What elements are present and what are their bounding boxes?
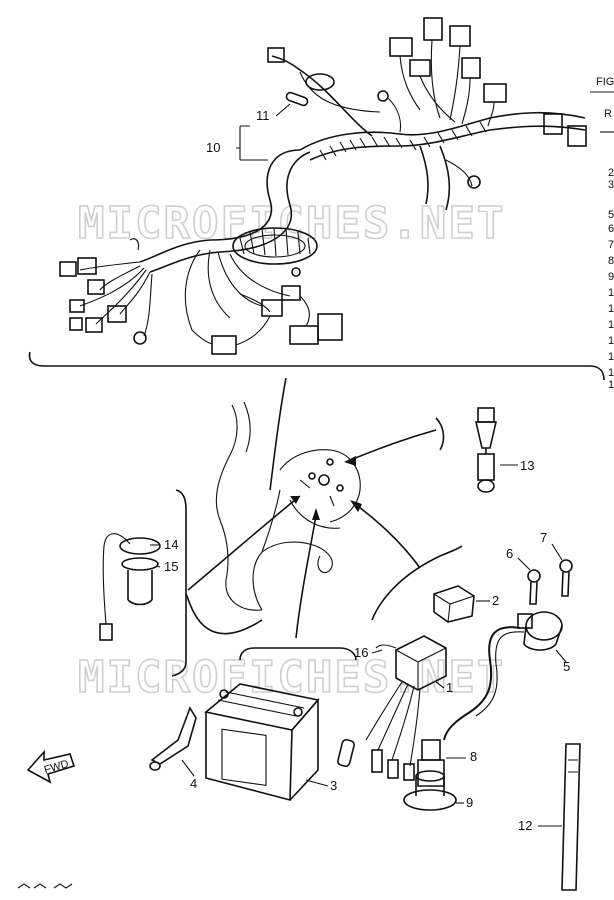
callout-16: 16 <box>354 645 368 660</box>
figure-header-fragment: FIG <box>596 76 614 88</box>
left-bracket <box>171 489 187 677</box>
bottom-marks <box>17 883 73 889</box>
watermark-top: MICROFICHES.NET <box>78 198 505 249</box>
callout-16-leader <box>371 649 383 654</box>
battery-bracket <box>239 647 357 661</box>
callout-8: 8 <box>470 749 477 764</box>
cdi-unit-1 <box>337 635 447 781</box>
callout-14: 14 <box>164 537 178 552</box>
boot-9 <box>403 770 457 811</box>
callout-5-leader <box>555 649 567 663</box>
battery-3 <box>204 683 320 802</box>
relay-2 <box>433 585 475 623</box>
callout-2: 2 <box>492 593 499 608</box>
harness-bracket <box>28 351 605 381</box>
wire-harness <box>59 17 587 355</box>
callout-9: 9 <box>466 795 473 810</box>
bolt-6 <box>527 569 541 605</box>
parts-list-number: 9 <box>608 271 614 283</box>
callout-12: 12 <box>518 818 532 833</box>
callout-5: 5 <box>563 659 570 674</box>
callout-15: 15 <box>164 559 178 574</box>
callout-10-bracket <box>236 125 268 161</box>
parts-list-number: 1 <box>608 379 614 391</box>
parts-list-number: 6 <box>608 223 614 235</box>
bolt-7 <box>559 559 573 597</box>
callout-3: 3 <box>330 778 337 793</box>
parts-list-number: 1 <box>608 303 614 315</box>
callout-7-leader <box>551 543 563 561</box>
callout-11-leader <box>275 103 291 117</box>
switch-bracket <box>435 417 445 451</box>
parts-list-number: 7 <box>608 239 614 251</box>
parts-list-number: 1 <box>608 367 614 379</box>
parts-list-number: 1 <box>608 287 614 299</box>
switch-13 <box>474 407 498 493</box>
right-bracket <box>371 545 463 621</box>
parts-list-number: 1 <box>608 351 614 363</box>
callout-1-leader <box>435 681 445 689</box>
callout-3-leader <box>305 779 329 787</box>
ref-header-fragment: R <box>604 108 612 120</box>
parts-list-number: 1 <box>608 335 614 347</box>
callout-1: 1 <box>446 680 453 695</box>
frame-sketch <box>215 401 361 611</box>
callout-11: 11 <box>256 108 270 123</box>
parts-list-number: 8 <box>608 255 614 267</box>
fwd-label: FWD <box>43 758 70 776</box>
callout-13: 13 <box>520 458 534 473</box>
sensor-assembly <box>99 533 161 641</box>
ignition-coil-5 <box>443 611 563 741</box>
leader-arrows <box>185 377 437 639</box>
parts-list-number: 2 <box>608 167 614 179</box>
parts-list-number: 5 <box>608 209 614 221</box>
parts-list-number: 1 <box>608 319 614 331</box>
band-4 <box>149 706 197 771</box>
callout-10: 10 <box>206 140 220 155</box>
strap-12 <box>561 743 581 891</box>
callout-15-leader <box>155 565 161 568</box>
callout-6-leader <box>517 557 531 571</box>
fwd-arrow-icon: FWD <box>26 749 76 784</box>
callout-7: 7 <box>540 530 547 545</box>
callout-4: 4 <box>190 776 197 791</box>
callout-4-leader <box>181 759 195 777</box>
parts-list-number: 3 <box>608 179 614 191</box>
callout-6: 6 <box>506 546 513 561</box>
